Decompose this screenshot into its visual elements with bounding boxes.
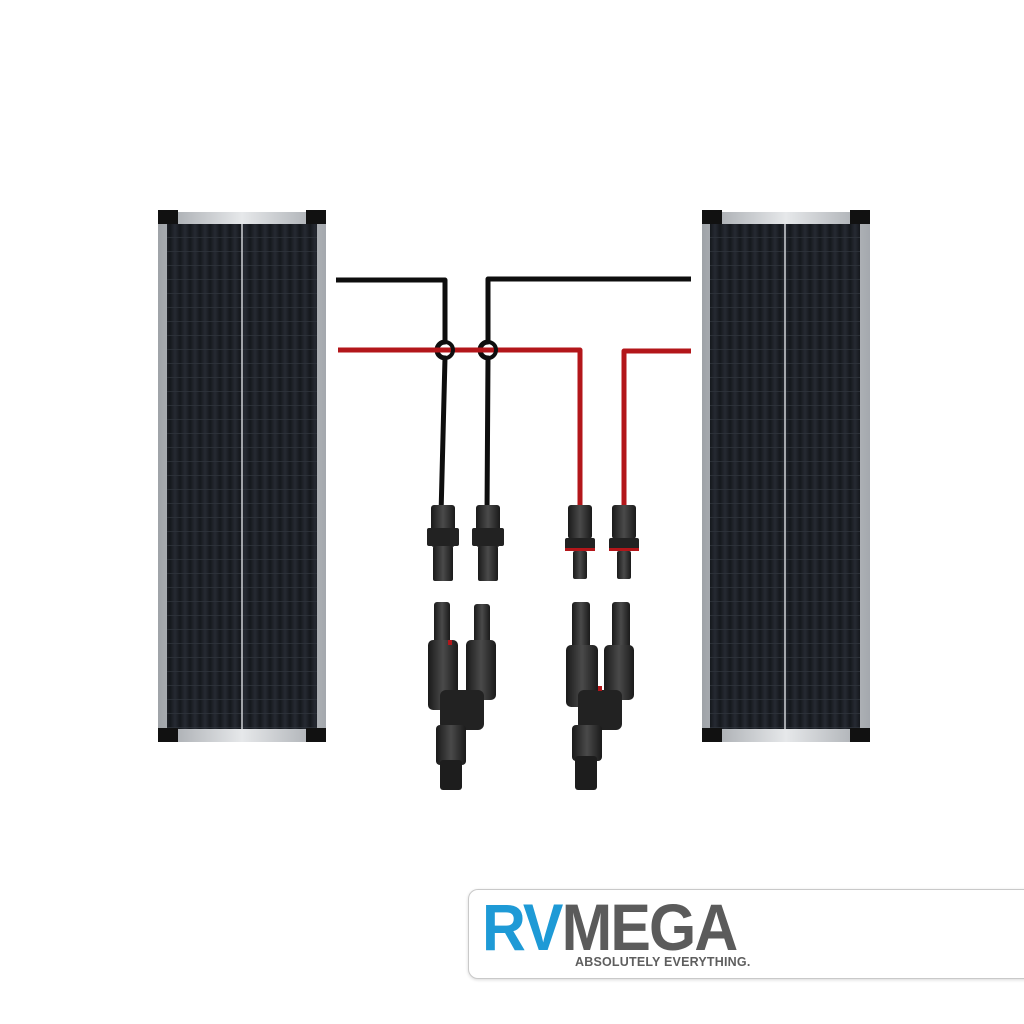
mc4-connector-3 [565, 505, 595, 579]
negative-wire-right [477, 276, 691, 516]
mc4-connectors [427, 505, 639, 581]
wiring-diagram [336, 276, 691, 516]
y-branch-connector-right [566, 602, 634, 790]
mc4-connector-4 [609, 505, 639, 579]
brand-badge [468, 889, 1024, 979]
positive-wire-right [621, 348, 691, 510]
brand-tagline: ABSOLUTELY EVERYTHING. [575, 955, 751, 969]
brand-logo-mega: MEGA [561, 890, 739, 964]
positive-wire-left [338, 347, 583, 510]
mc4-connector-1 [427, 505, 459, 581]
brand-logo-rv: RV [482, 890, 563, 964]
y-branch-connector-left [428, 602, 496, 790]
solar-panel-right [702, 210, 870, 742]
negative-wire-left [336, 277, 448, 516]
brand-logo: RVMEGA [482, 890, 739, 964]
solar-panel-left [158, 210, 326, 742]
mc4-connector-2 [472, 505, 504, 581]
